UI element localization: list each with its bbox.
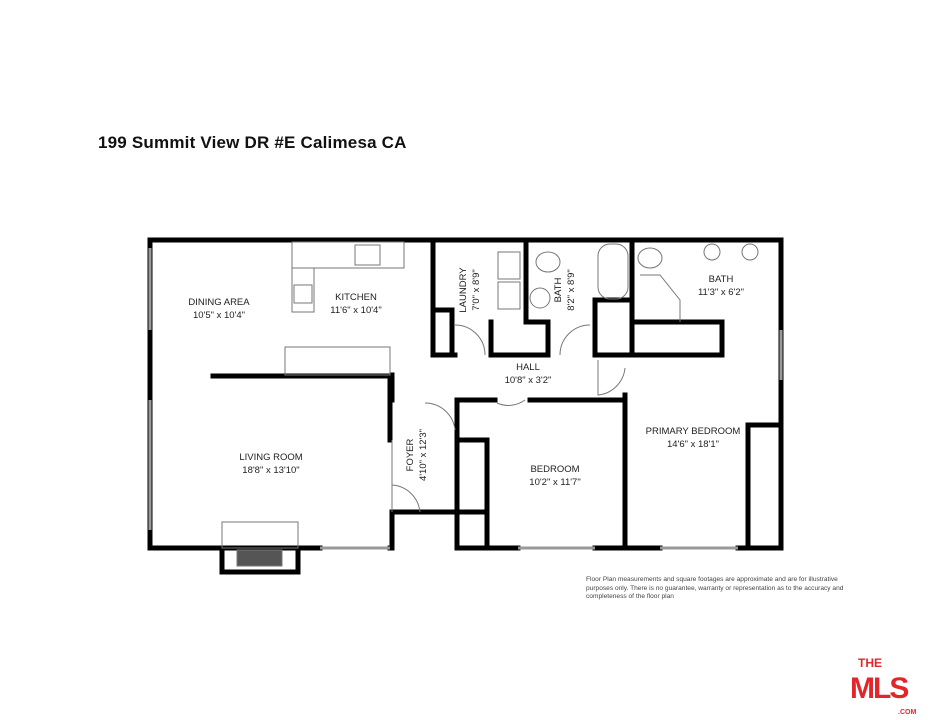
dryer-icon <box>497 281 521 310</box>
toilet-icon <box>637 247 663 269</box>
room-name-hall: HALL <box>516 362 540 373</box>
room-name-dining: DINING AREA <box>188 297 250 308</box>
sink-icon <box>741 243 759 261</box>
room-name-bedroom: BEDROOM <box>530 464 579 475</box>
door-swing <box>424 402 456 431</box>
washer-icon <box>497 251 521 280</box>
svg-text:THE: THE <box>858 656 882 670</box>
room-dims-hall: 10'8" x 3'2" <box>505 375 552 386</box>
room-dims-foyer: 4'10" x 12'3" <box>418 429 429 481</box>
door-swing <box>496 399 526 406</box>
room-name-kitchen: KITCHEN <box>335 292 377 303</box>
room-dims-bath-2: 11'3" x 6'2" <box>698 287 744 298</box>
room-dims-bedroom: 10'2" x 11'7" <box>529 477 580 488</box>
room-dims-kitchen: 11'6" x 10'4" <box>330 305 381 316</box>
room-name-foyer: FOYER <box>405 439 416 472</box>
svg-text:MLS: MLS <box>850 672 908 705</box>
disclaimer-text: Floor Plan measurements and square foota… <box>586 576 844 601</box>
svg-text:.COM: .COM <box>898 709 916 716</box>
bathtub-icon <box>597 243 629 300</box>
door-swing <box>454 324 486 356</box>
sink-icon <box>529 287 551 309</box>
room-dims-laundry: 7'0" x 8'9" <box>471 269 482 311</box>
room-name-primary-bedroom: PRIMARY BEDROOM <box>646 426 741 437</box>
sink-icon <box>703 243 721 261</box>
door-swing <box>597 360 626 396</box>
fireplace-icon <box>236 549 283 567</box>
page-title: 199 Summit View DR #E Calimesa CA <box>98 133 407 152</box>
room-name-bath-1: BATH <box>553 278 564 303</box>
stove-icon <box>354 244 381 266</box>
door-swing <box>559 324 591 356</box>
room-dims-dining: 10'5" x 10'4" <box>193 310 245 321</box>
sink-icon <box>293 284 313 304</box>
fixtures <box>148 241 783 567</box>
room-name-laundry: LAUNDRY <box>458 267 469 313</box>
room-name-bath-2: BATH <box>709 274 734 285</box>
walls <box>147 237 784 575</box>
room-dims-bath-1: 8'2" x 8'9" <box>566 269 577 311</box>
door-swing <box>391 440 421 513</box>
room-dims-living: 18'8" x 13'10" <box>242 465 299 476</box>
room-dims-primary-bedroom: 14'6" x 18'1" <box>667 439 719 450</box>
toilet-icon <box>535 251 561 273</box>
room-name-living: LIVING ROOM <box>239 452 302 463</box>
mls-logo: THE MLS .COM <box>850 656 916 716</box>
